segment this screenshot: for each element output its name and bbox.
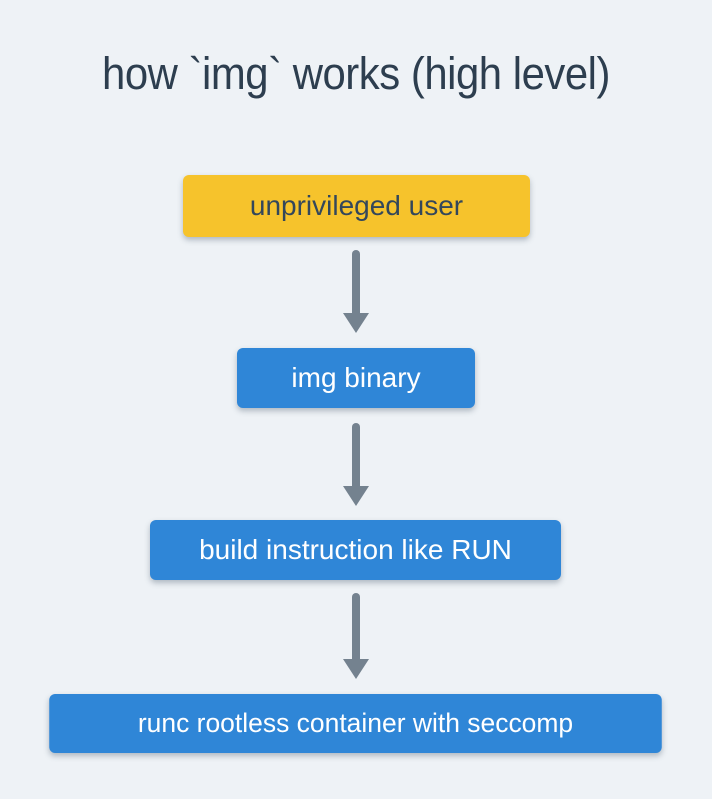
node-img-binary: img binary (237, 348, 475, 408)
node-unprivileged-user: unprivileged user (183, 175, 530, 237)
arrow-head-icon (343, 659, 369, 679)
node-runc-rootless-container: runc rootless container with seccomp (49, 694, 662, 753)
arrow-shaft (352, 423, 360, 488)
node-build-instruction: build instruction like RUN (150, 520, 561, 580)
arrow-shaft (352, 593, 360, 661)
diagram-title: how `img` works (high level) (102, 48, 610, 99)
arrow-head-icon (343, 486, 369, 506)
arrow-down-icon (343, 250, 369, 333)
arrow-head-icon (343, 313, 369, 333)
arrow-down-icon (343, 593, 369, 679)
arrow-shaft (352, 250, 360, 315)
arrow-down-icon (343, 423, 369, 506)
